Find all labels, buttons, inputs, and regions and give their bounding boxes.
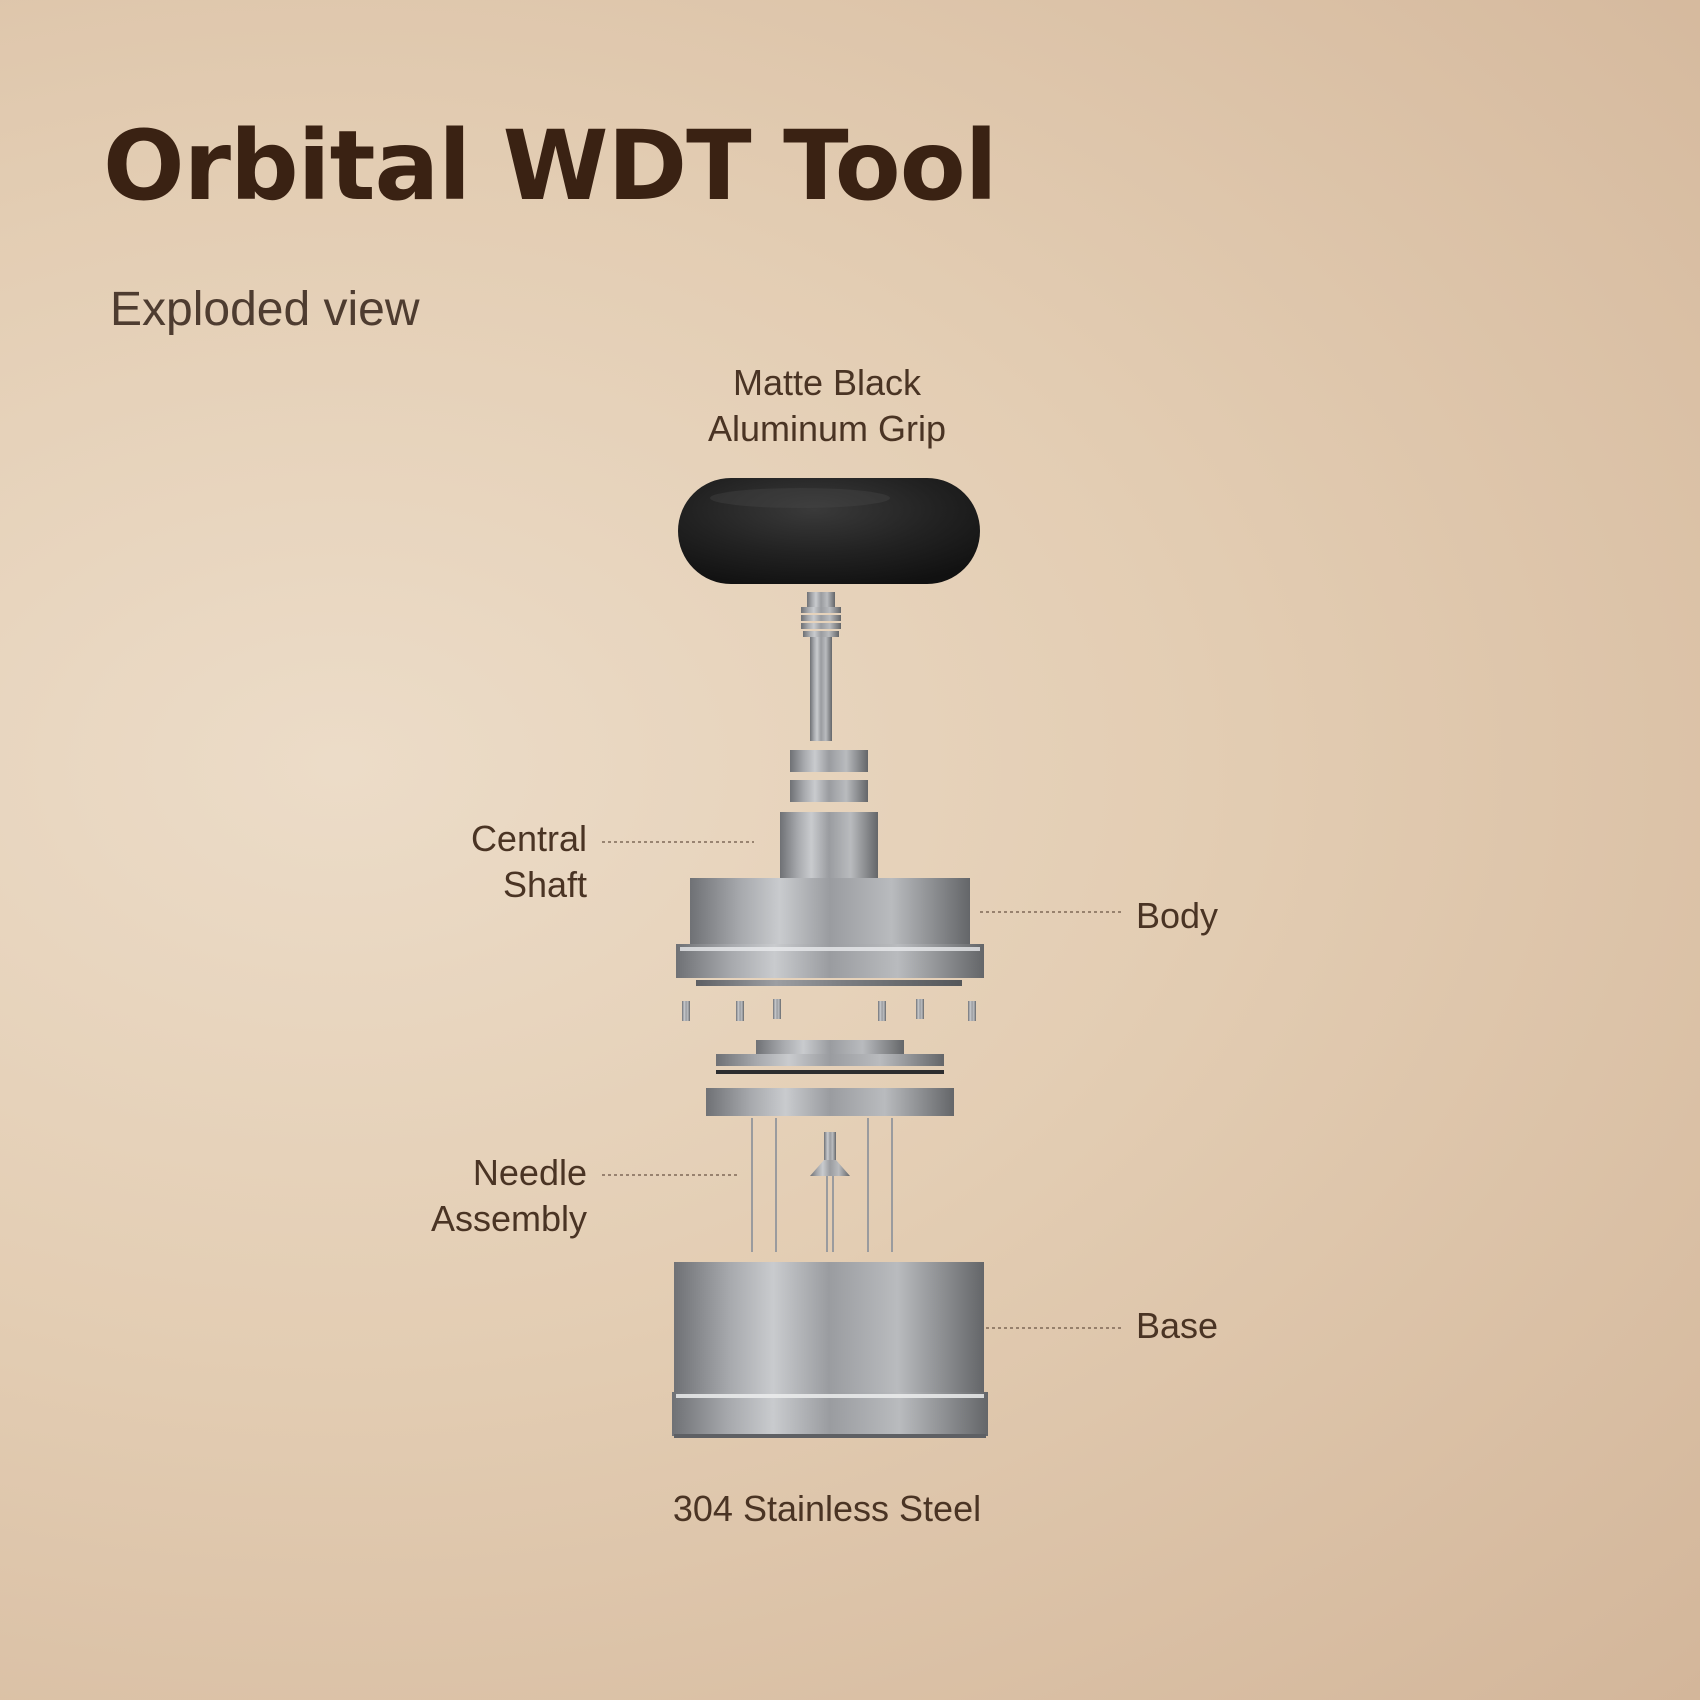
needle-assembly-part	[751, 1118, 893, 1252]
central-shaft-part	[780, 592, 878, 880]
central-shaft-label-line2: Shaft	[502, 864, 587, 905]
body-callout: Body	[1136, 893, 1218, 939]
base-label: Base	[1136, 1305, 1219, 1346]
grip-label-line2: Aluminum Grip	[707, 408, 947, 449]
needle-assembly-label-line1: Needle	[472, 1152, 587, 1193]
needle-screw	[810, 1132, 850, 1176]
body-label: Body	[1136, 895, 1219, 936]
body-part	[676, 878, 984, 986]
orbital-plate	[706, 1040, 954, 1116]
material-label: 304 Stainless Steel	[672, 1488, 982, 1529]
material-callout: 304 Stainless Steel	[580, 1486, 1074, 1532]
leader-lines	[602, 841, 1122, 1329]
central-shaft-label-line1: Central	[470, 818, 587, 859]
base-callout: Base	[1136, 1303, 1218, 1349]
pins	[682, 999, 976, 1021]
page-title: Orbital WDT Tool	[103, 110, 998, 222]
grip-callout: Matte Black Aluminum Grip	[672, 360, 982, 452]
needle-assembly-label-line2: Assembly	[430, 1198, 587, 1239]
base-part	[672, 1262, 988, 1438]
grip-label-line1: Matte Black	[732, 362, 922, 403]
grip-part	[678, 478, 980, 584]
needle-assembly-callout: Needle Assembly	[380, 1150, 587, 1242]
central-shaft-callout: Central Shaft	[380, 816, 587, 908]
page-subtitle: Exploded view	[110, 283, 420, 336]
